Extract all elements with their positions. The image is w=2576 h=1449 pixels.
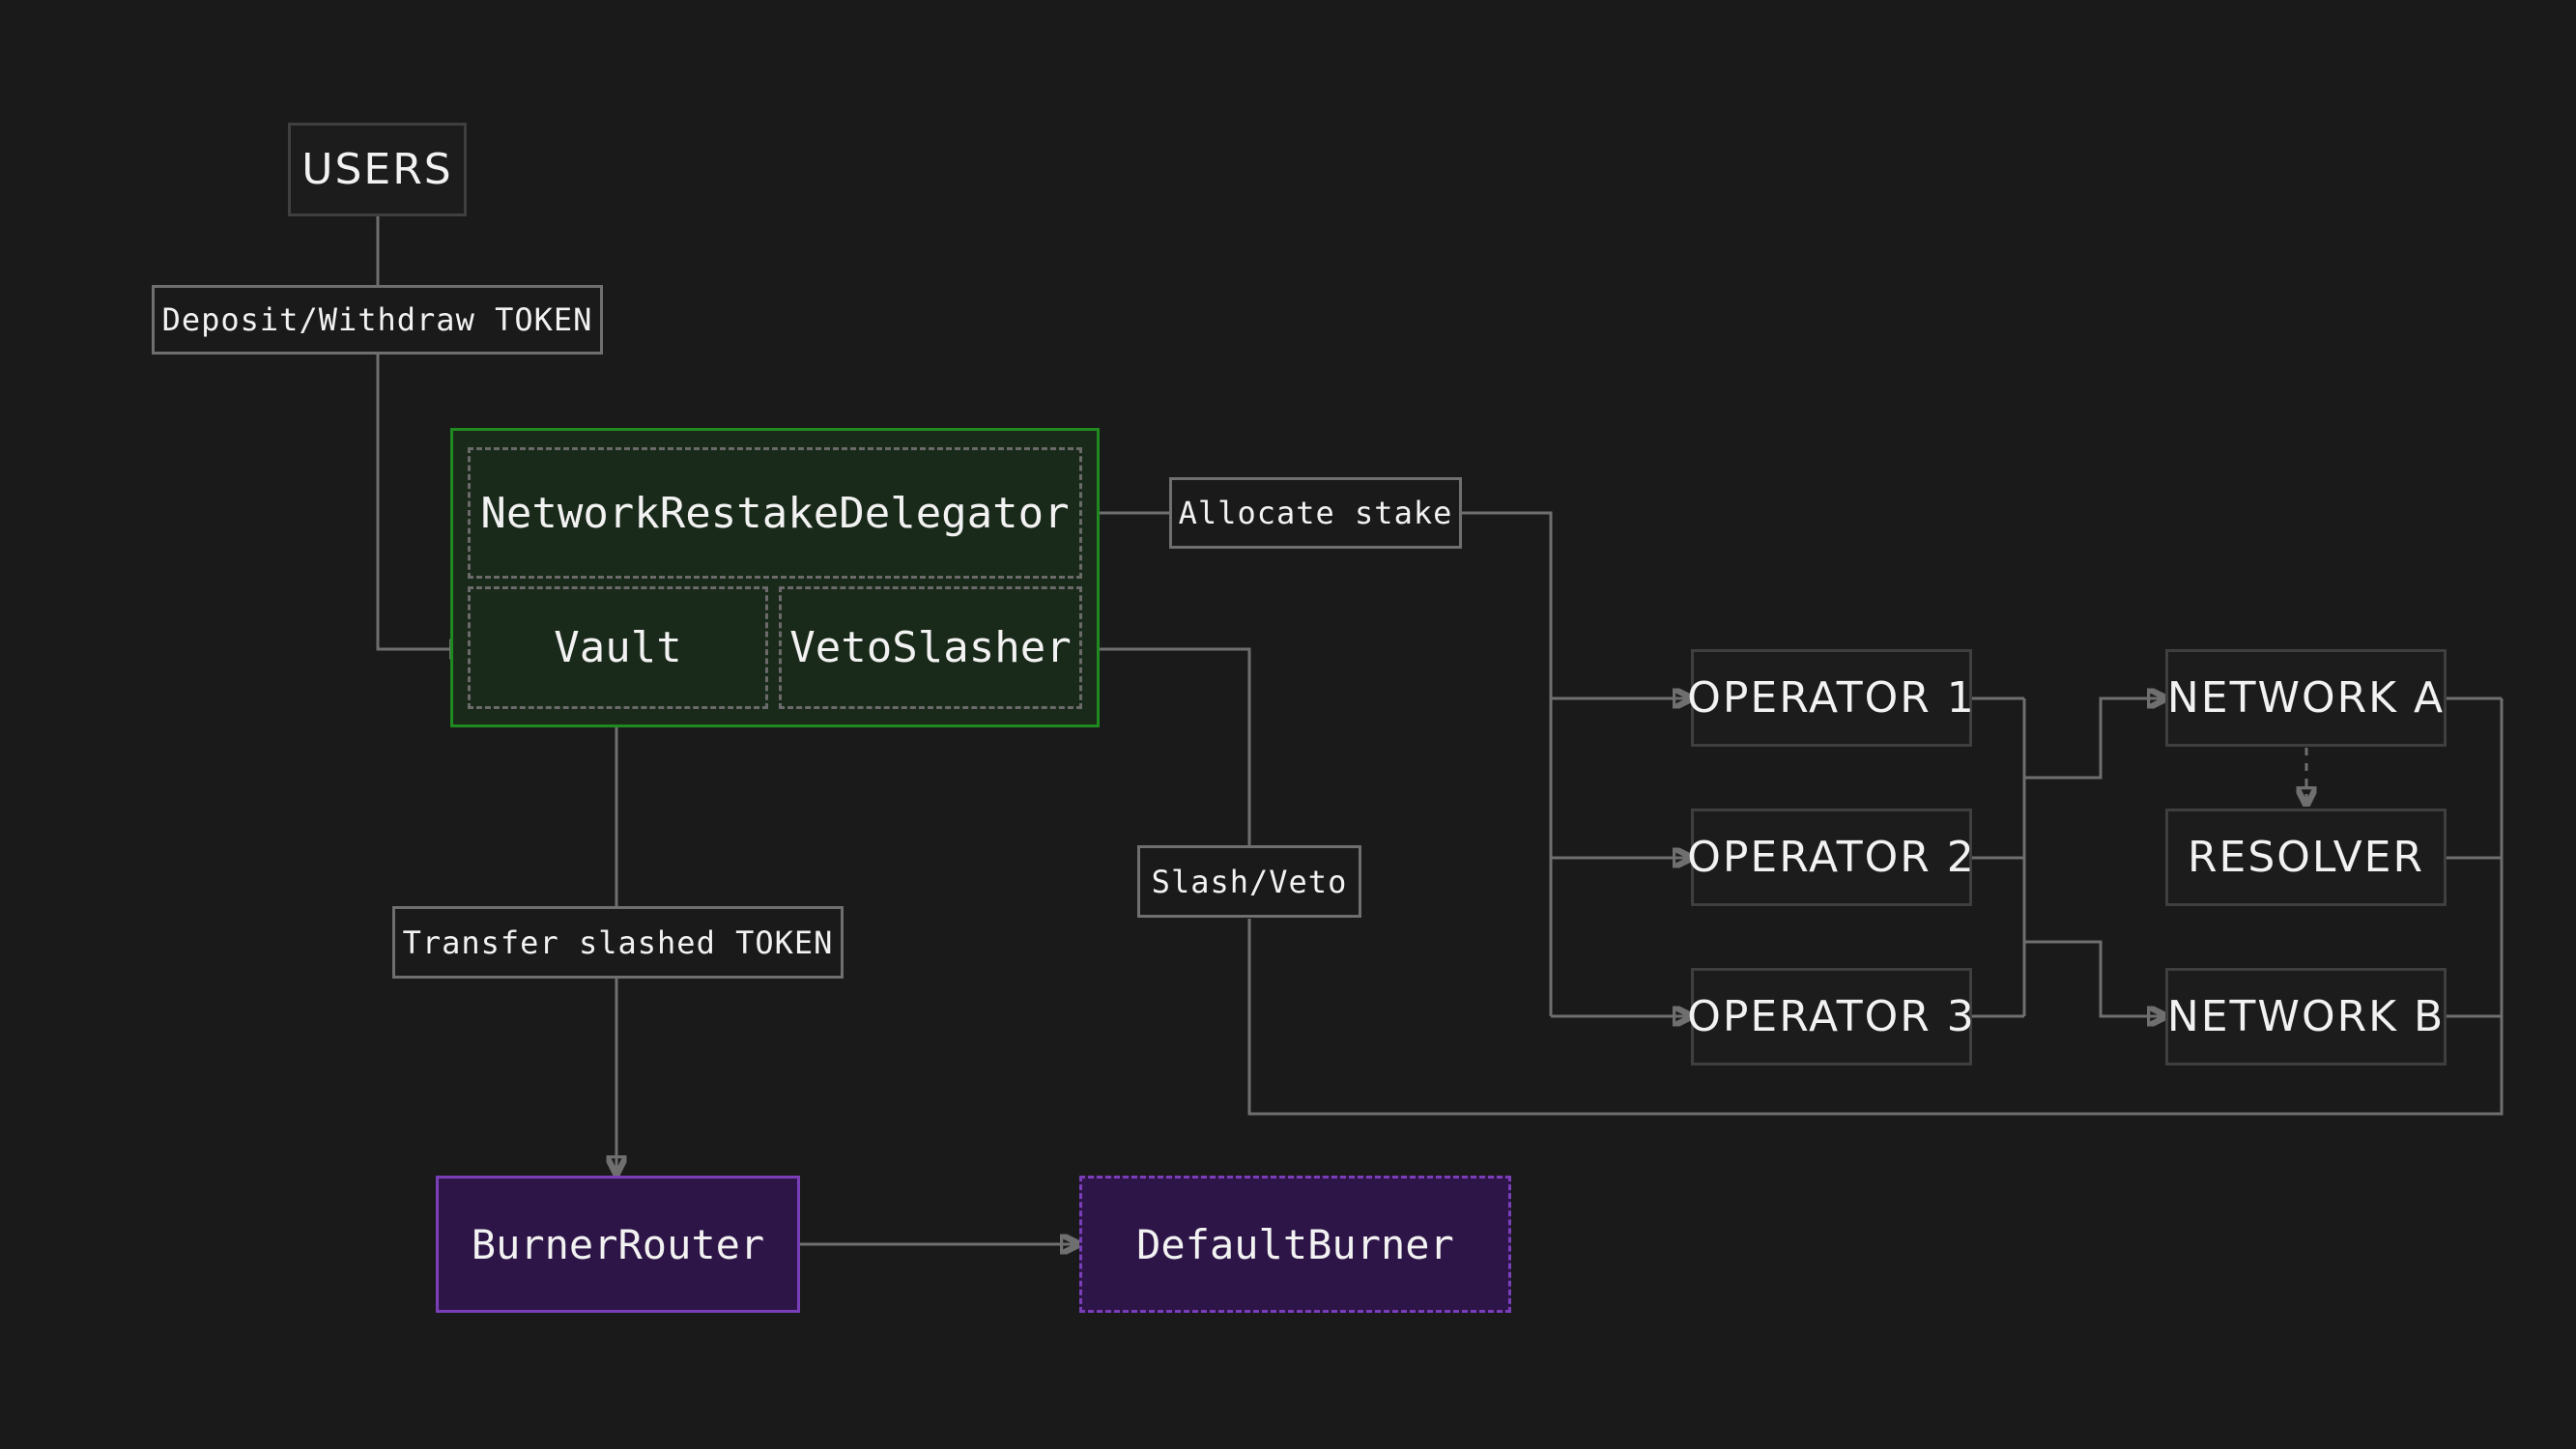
deposit-withdraw-label: Deposit/Withdraw TOKEN [152,285,603,355]
veto-slasher-node[interactable]: VetoSlasher [779,586,1082,709]
allocate-stake-label: Allocate stake [1169,477,1462,549]
transfer-slashed-text: Transfer slashed TOKEN [402,923,834,961]
default-burner-node[interactable]: DefaultBurner [1079,1176,1511,1313]
veto-slasher-label: VetoSlasher [789,623,1072,672]
vault-node[interactable]: Vault [468,586,768,709]
allocate-trunk-line [1460,511,1553,1016]
network-a-node[interactable]: NETWORK A [2165,649,2447,747]
slash-to-vetoslasher-arrow [1081,649,1251,846]
network-restake-delegator-node[interactable]: NetworkRestakeDelegator [468,447,1082,579]
users-label: USERS [301,145,453,194]
bus-to-network-a-arrow [2024,698,2165,780]
allocate-stake-text: Allocate stake [1178,495,1453,531]
slash-veto-text: Slash/Veto [1151,863,1348,900]
deposit-withdraw-text: Deposit/Withdraw TOKEN [161,301,593,338]
operator-1-node[interactable]: OPERATOR 1 [1687,649,1974,747]
network-b-node[interactable]: NETWORK B [2165,968,2447,1065]
burner-router-node[interactable]: BurnerRouter [436,1176,800,1313]
deposit-to-vault-arrow [376,354,468,649]
delegator-label: NetworkRestakeDelegator [480,488,1070,538]
transfer-slashed-label: Transfer slashed TOKEN [392,906,844,979]
operator-3-label: OPERATOR 3 [1687,992,1976,1041]
bus-to-network-b-arrow [2024,940,2165,1016]
resolver-label: RESOLVER [2187,833,2425,882]
network-b-label: NETWORK B [2166,992,2446,1041]
burner-router-label: BurnerRouter [471,1220,765,1268]
operator-2-label: OPERATOR 2 [1687,833,1976,882]
resolver-node[interactable]: RESOLVER [2165,809,2447,906]
users-node[interactable]: USERS [288,123,467,216]
network-a-label: NETWORK A [2166,673,2446,723]
slash-return-line [1247,698,2504,1116]
vault-label: Vault [554,623,682,672]
operator-1-label: OPERATOR 1 [1687,673,1976,723]
operator-3-node[interactable]: OPERATOR 3 [1687,968,1974,1065]
slash-veto-label: Slash/Veto [1137,845,1361,918]
default-burner-label: DefaultBurner [1136,1220,1454,1268]
operator-2-node[interactable]: OPERATOR 2 [1687,809,1974,906]
